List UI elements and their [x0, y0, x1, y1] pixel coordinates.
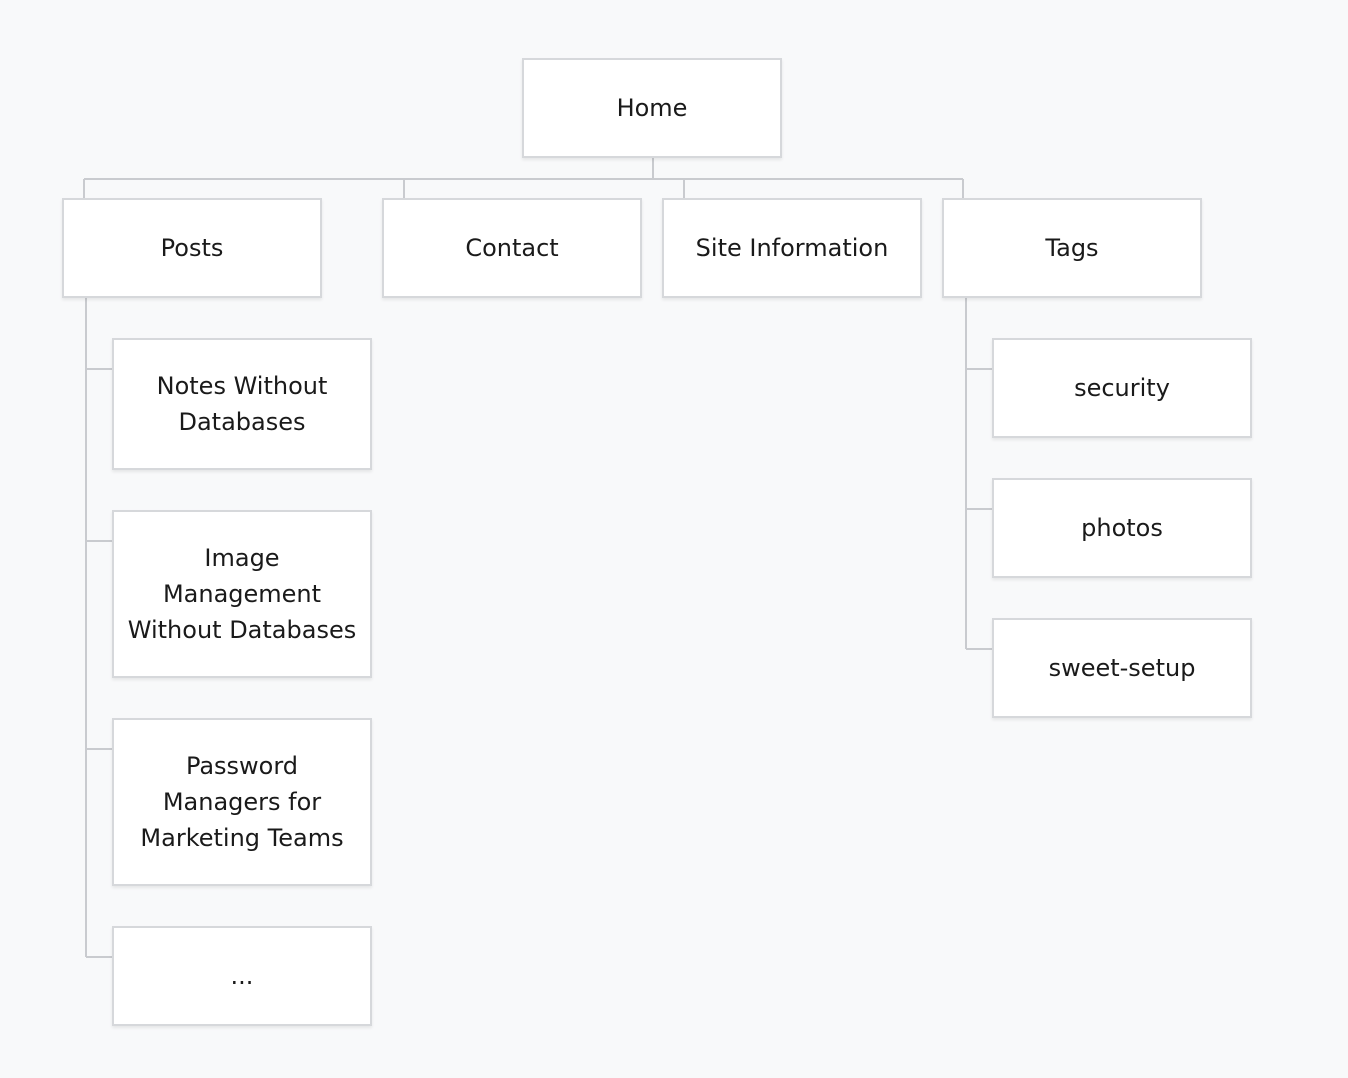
node-tag-photos[interactable]: photos [992, 478, 1252, 578]
node-site-information-label: Site Information [695, 234, 889, 262]
node-posts[interactable]: Posts [62, 198, 322, 298]
node-post-password-managers[interactable]: Password Managers for Marketing Teams [112, 718, 372, 886]
node-tag-label: security [1074, 374, 1170, 402]
node-post-label: Password Managers for Marketing Teams [140, 752, 344, 852]
node-post-notes-without-databases[interactable]: Notes Without Databases [112, 338, 372, 470]
node-tag-security[interactable]: security [992, 338, 1252, 438]
node-tags[interactable]: Tags [942, 198, 1202, 298]
node-posts-label: Posts [160, 234, 224, 262]
node-site-information[interactable]: Site Information [662, 198, 922, 298]
node-home[interactable]: Home [522, 58, 782, 158]
node-tag-sweet-setup[interactable]: sweet-setup [992, 618, 1252, 718]
node-post-label: Image Management Without Databases [127, 544, 357, 644]
node-tags-label: Tags [1045, 234, 1099, 262]
node-post-label: ... [230, 962, 254, 990]
node-post-label: Notes Without Databases [156, 372, 328, 436]
node-tag-label: sweet-setup [1048, 654, 1196, 682]
node-post-image-management[interactable]: Image Management Without Databases [112, 510, 372, 678]
node-tag-label: photos [1081, 514, 1163, 542]
node-contact[interactable]: Contact [382, 198, 642, 298]
node-post-more[interactable]: ... [112, 926, 372, 1026]
node-home-label: Home [616, 94, 688, 122]
node-contact-label: Contact [465, 234, 559, 262]
